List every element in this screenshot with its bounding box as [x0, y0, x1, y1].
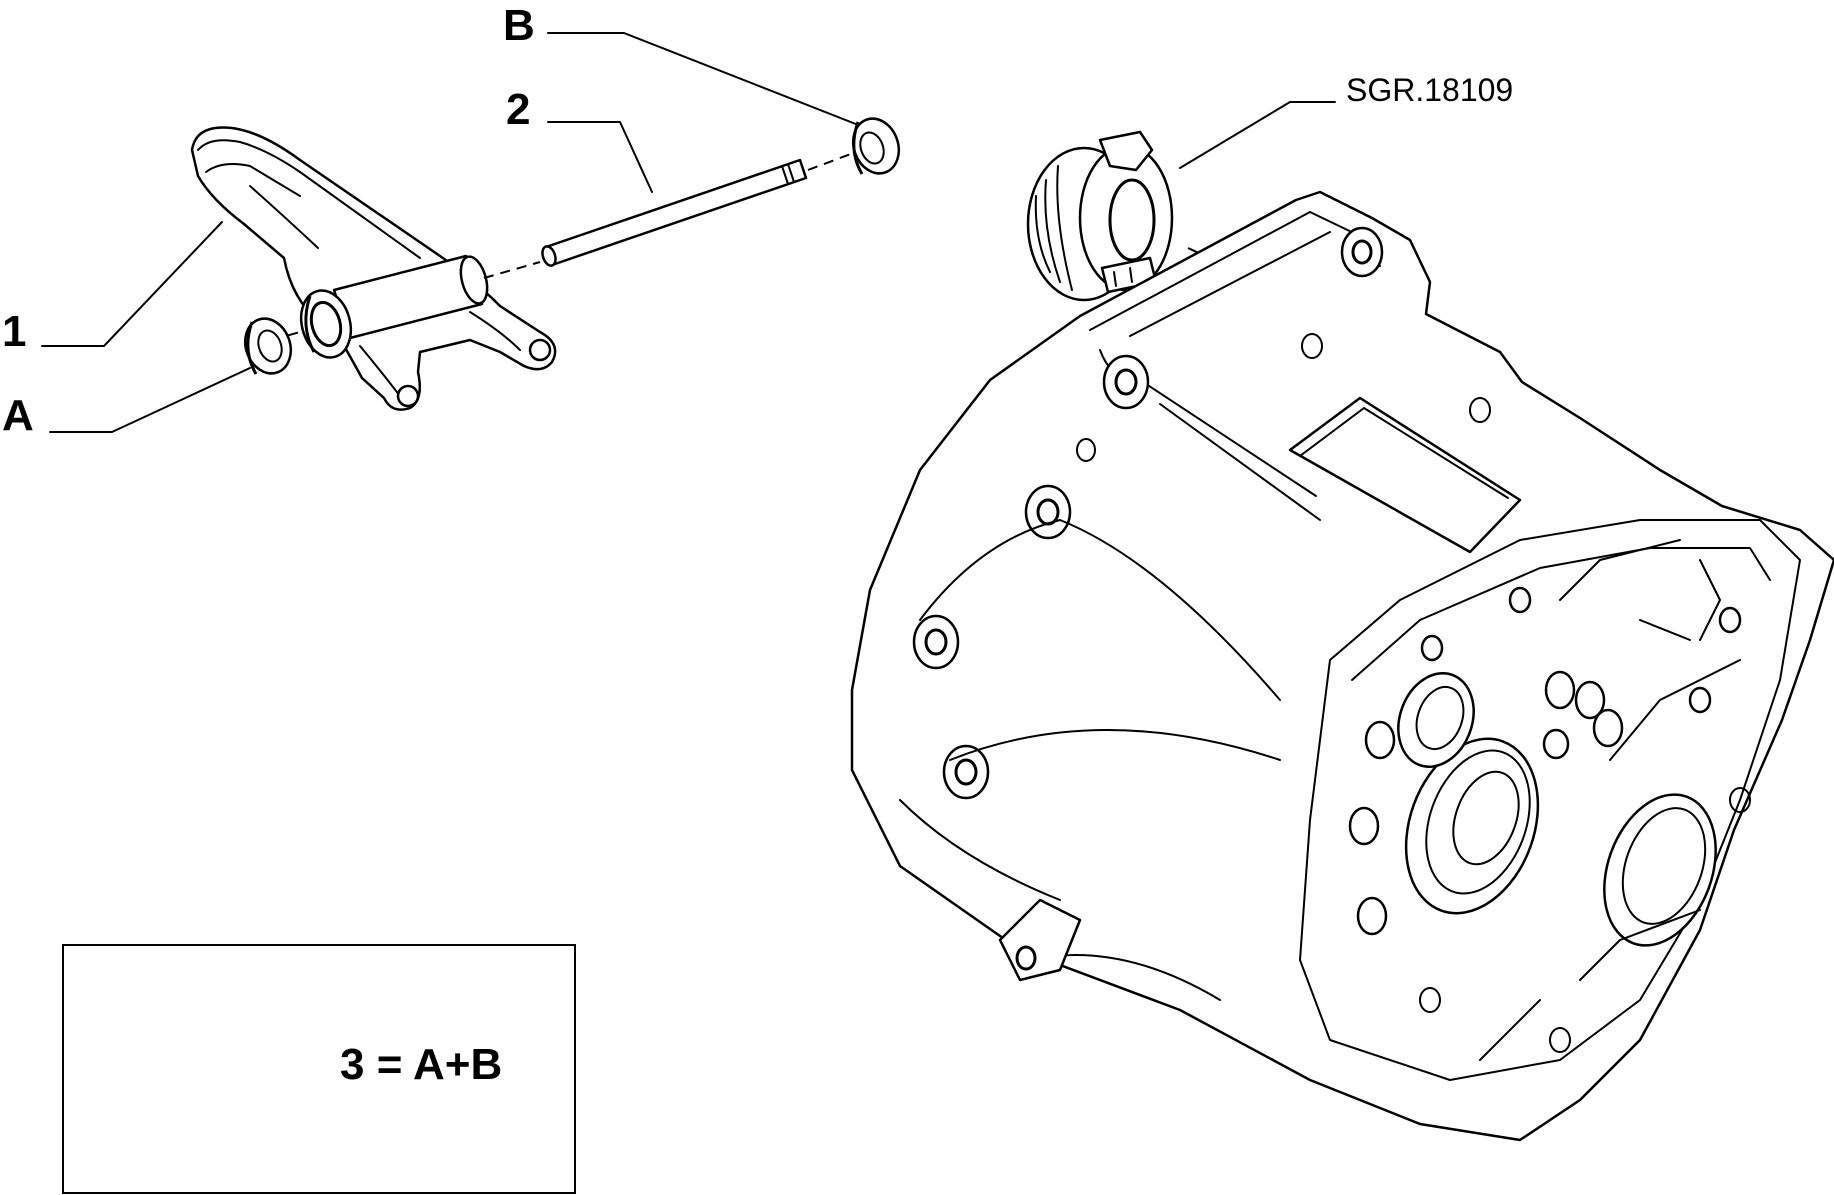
callout-1: 1 [2, 307, 27, 356]
leader-lines [41, 32, 1336, 433]
shaft-2-drawing [541, 151, 857, 267]
leader-line-ref [1179, 101, 1336, 169]
release-bearing-drawing [1026, 130, 1215, 302]
callout-b: B [503, 1, 535, 50]
fork-lever-1-drawing [190, 126, 557, 411]
leader-line-2 [547, 121, 653, 193]
gearbox-housing-drawing [850, 190, 1834, 1142]
leader-line-1 [41, 221, 223, 347]
callout-a: A [2, 391, 34, 440]
leader-line-a [49, 367, 251, 433]
leader-line-b [547, 32, 867, 129]
callout-2: 2 [506, 85, 531, 134]
reference-code: SGR.18109 [1346, 72, 1514, 108]
seal-b-drawing [851, 117, 901, 175]
kit-legend-box [62, 944, 576, 1194]
kit-formula: 3 = A+B [340, 1040, 503, 1089]
seal-a-drawing [243, 317, 293, 375]
